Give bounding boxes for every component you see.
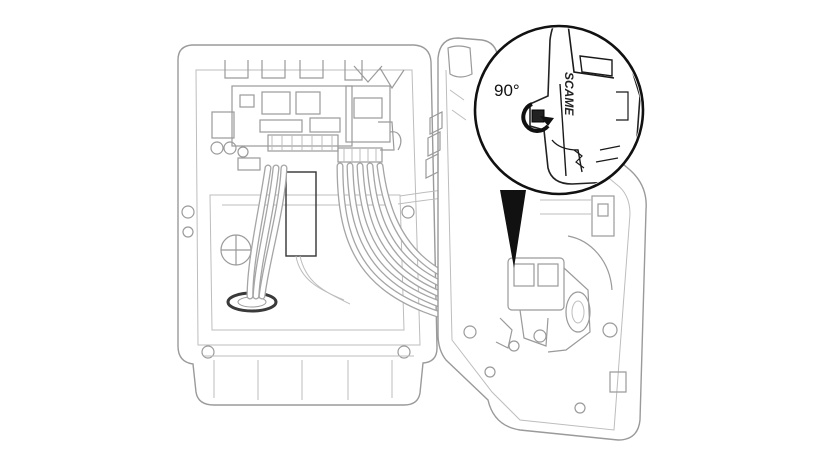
callout-pointer — [500, 190, 526, 268]
socket-assembly — [495, 257, 591, 353]
power-contactor — [337, 85, 402, 163]
knockout-hole — [220, 234, 252, 266]
detail-callout: SCAME 90° — [473, 24, 645, 196]
rotation-arrow-icon — [521, 102, 554, 133]
back-housing — [177, 44, 438, 406]
lock-key-icon — [531, 109, 545, 123]
brand-label: SCAME — [562, 72, 576, 116]
rotation-angle-label: 90° — [494, 81, 520, 100]
control-board — [210, 85, 353, 171]
cable-bundle-left — [246, 164, 351, 305]
cable-clamp — [285, 171, 317, 257]
